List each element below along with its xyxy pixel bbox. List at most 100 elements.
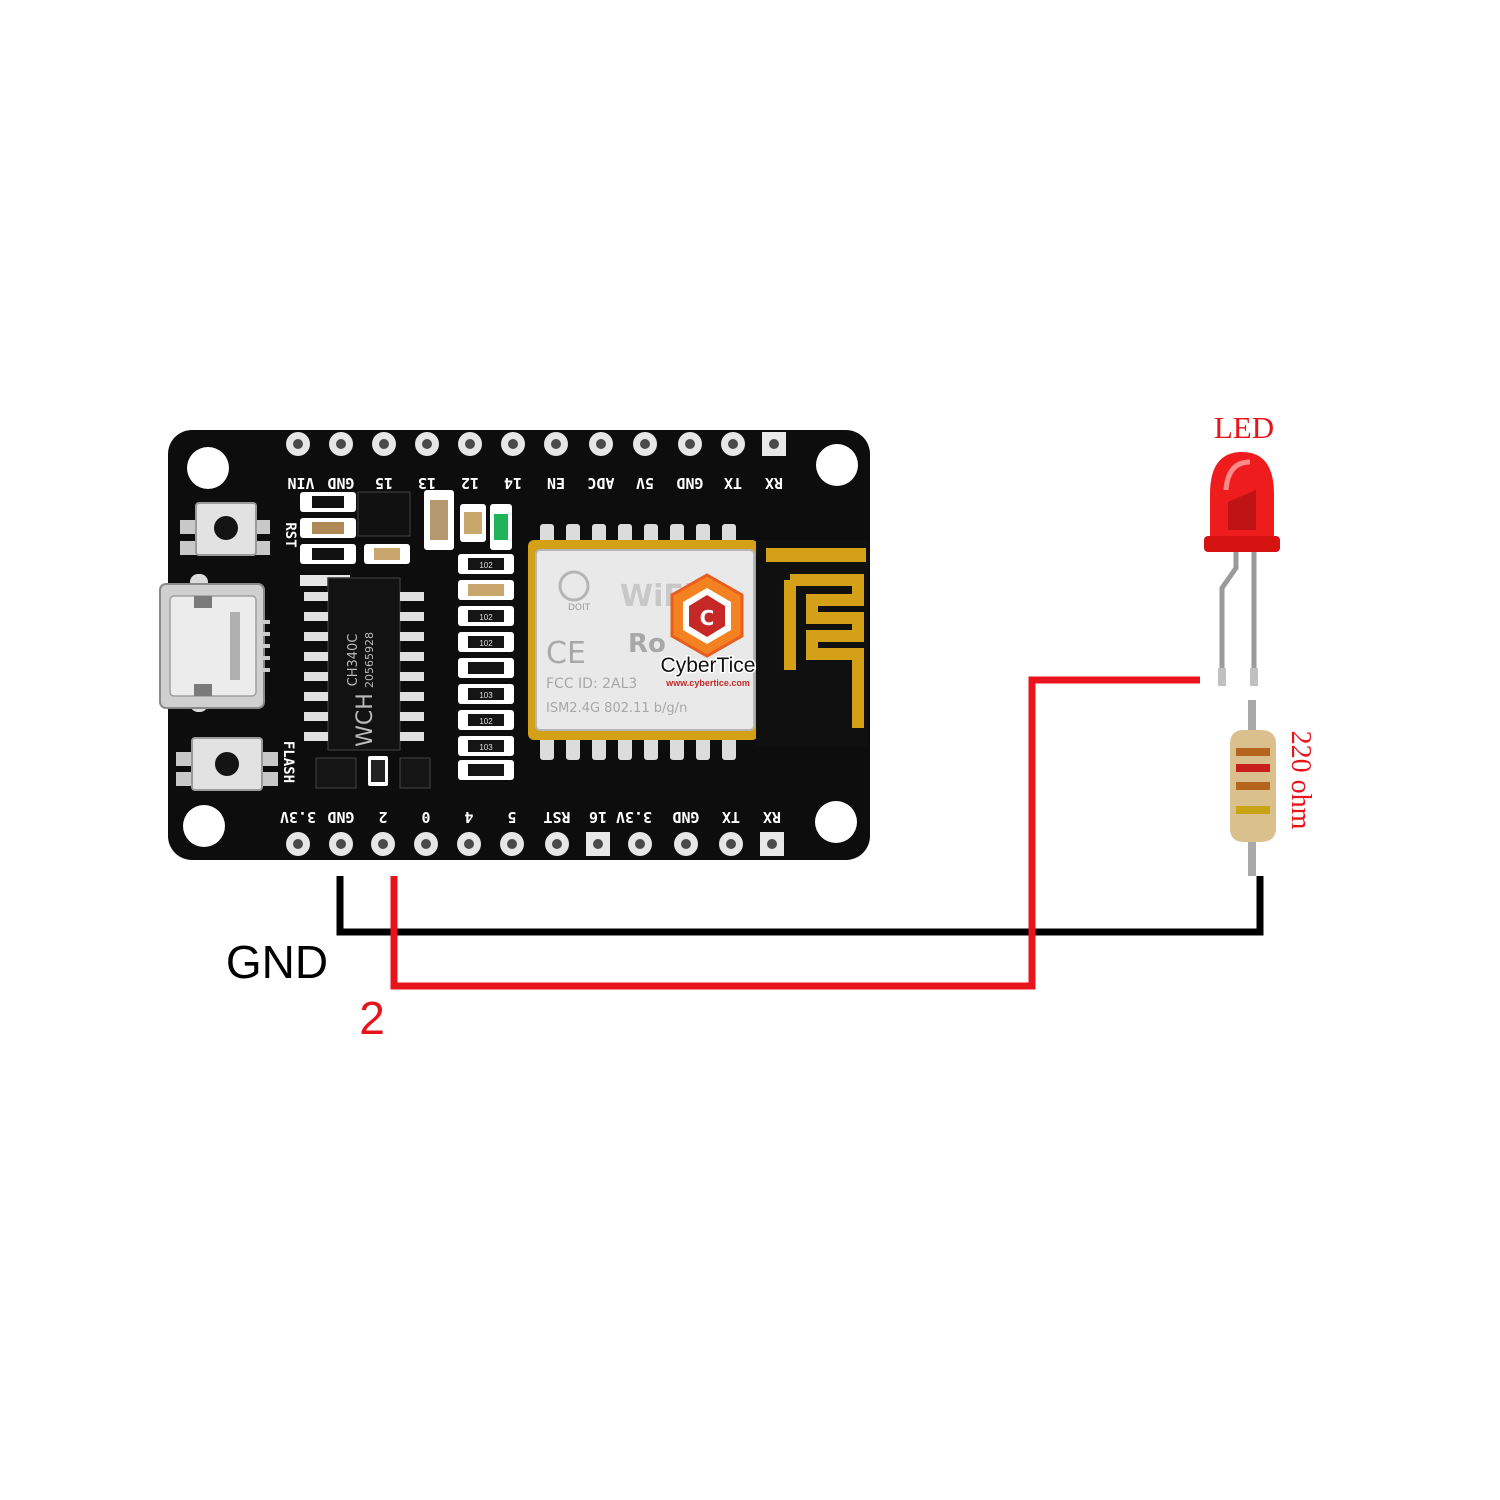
chip-leg (400, 652, 424, 661)
smd-components (300, 490, 512, 564)
cybertice-logo-letter: C (700, 606, 715, 630)
top-pin-header (286, 432, 786, 456)
smd-resistor (458, 760, 514, 780)
smd-resistor (458, 580, 514, 600)
castellation (722, 736, 736, 760)
header-pin (457, 832, 481, 856)
chip-leg (400, 672, 424, 681)
bottom-pin-label: RST (543, 808, 570, 826)
resistor-code: 102 (479, 561, 493, 570)
micro-usb-port (159, 574, 270, 712)
led: LED (1204, 410, 1280, 686)
smd-resistor (458, 658, 514, 678)
header-pin (674, 832, 698, 856)
top-pin-label: 12 (461, 474, 479, 492)
bottom-pin-label: GND (327, 808, 354, 826)
led-label: LED (1214, 410, 1274, 445)
usb-chip-legs (304, 592, 424, 741)
header-pin (286, 832, 310, 856)
top-pin-label: 5V (636, 474, 654, 492)
signal-wire (390, 676, 1200, 990)
chip-leg (400, 612, 424, 621)
castellation (618, 736, 632, 760)
rst-button[interactable] (180, 502, 270, 556)
module-brand: DOIT (568, 603, 591, 613)
top-pin-label: RX (765, 474, 783, 492)
smd-resistor (458, 606, 514, 626)
bottom-pin-label: 16 (589, 808, 607, 826)
chip-leg (304, 672, 328, 681)
watermark-name: CyberTice (661, 654, 756, 677)
header-pin (415, 432, 439, 456)
smd-resistor (458, 554, 514, 574)
usb-chip-brand: WCH (353, 693, 378, 747)
top-pin-label: VIN (287, 474, 314, 492)
bottom-pin-label: 4 (464, 808, 473, 826)
module-ce-mark: CE (546, 636, 586, 671)
chip-leg (304, 652, 328, 661)
smd-resistor (458, 736, 514, 756)
top-pin-label: 15 (375, 474, 393, 492)
castellation (670, 736, 684, 760)
header-pin (544, 432, 568, 456)
header-pin (545, 832, 569, 856)
header-pin (762, 432, 786, 456)
header-pin (760, 832, 784, 856)
chip-leg (304, 612, 328, 621)
header-pin (678, 432, 702, 456)
chip-leg (400, 692, 424, 701)
gnd-wire (336, 876, 1264, 936)
resistor-code: 102 (479, 639, 493, 648)
header-pin (371, 832, 395, 856)
resistor-code: 103 (479, 743, 493, 752)
bottom-pin-label: 5 (507, 808, 516, 826)
chip-leg (400, 732, 424, 741)
bottom-pin-label: 0 (421, 808, 430, 826)
top-pin-label: 13 (418, 474, 436, 492)
smd-resistor (458, 710, 514, 730)
mounting-hole (815, 801, 857, 843)
smd-resistor (458, 684, 514, 704)
chip-leg (400, 592, 424, 601)
top-pin-label: TX (724, 474, 742, 492)
top-pin-label: EN (547, 474, 565, 492)
mounting-hole (816, 444, 858, 486)
flash-label: FLASH (280, 741, 296, 783)
header-pin (586, 832, 610, 856)
top-pin-label: GND (327, 474, 354, 492)
flash-button[interactable] (176, 737, 278, 791)
mounting-hole (187, 447, 229, 489)
top-pin-label: 14 (504, 474, 522, 492)
chip-leg (400, 632, 424, 641)
gnd-label: GND (226, 936, 328, 988)
header-pin (721, 432, 745, 456)
castellation (566, 736, 580, 760)
castellation (592, 736, 606, 760)
usb-chip-label: CH340C (346, 634, 361, 687)
pcb-antenna (756, 540, 868, 746)
module-ism: ISM2.4G 802.11 b/g/n (546, 701, 687, 716)
resistor-code: 102 (479, 717, 493, 726)
header-pin (414, 832, 438, 856)
watermark-url: www.cybertice.com (665, 678, 750, 688)
castellation (696, 736, 710, 760)
header-pin (501, 432, 525, 456)
bottom-pin-label: TX (722, 808, 740, 826)
bottom-pin-label: RX (763, 808, 781, 826)
smd-resistor (458, 632, 514, 652)
usb-serial-chip: CH340C 20565928 WCH (300, 575, 401, 751)
bottom-pin-label: GND (672, 808, 699, 826)
cybertice-watermark: C CyberTice www.cybertice.com (659, 573, 757, 688)
header-pin (633, 432, 657, 456)
resistor: 220 ohm (1230, 700, 1316, 876)
bottom-pin-label: 2 (378, 808, 387, 826)
castellation (540, 736, 554, 760)
bottom-pin-label: 3.3V (616, 808, 652, 826)
chip-leg (304, 632, 328, 641)
header-pin (628, 832, 652, 856)
bottom-pin-header (286, 832, 784, 856)
mounting-hole (183, 805, 225, 847)
header-pin (329, 432, 353, 456)
